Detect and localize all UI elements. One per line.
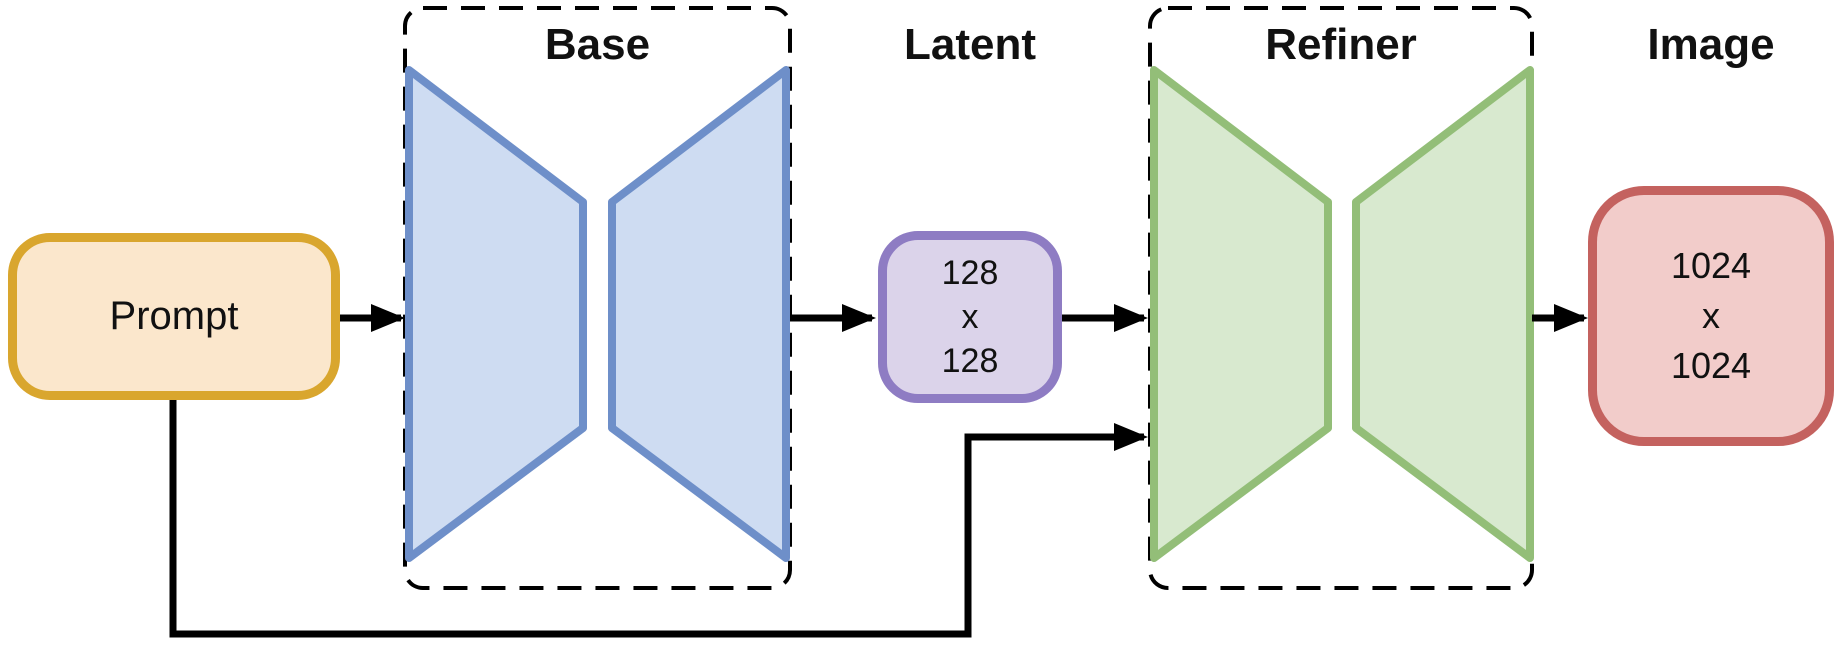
image-label: Image [1647, 20, 1775, 69]
refiner-decoder-trapezoid [1352, 66, 1534, 562]
latent-node: 128 x 128 [878, 231, 1062, 403]
prompt-node-label: Prompt [109, 294, 239, 338]
image-node: 1024 x 1024 [1588, 186, 1834, 446]
latent-label: Latent [904, 20, 1036, 69]
base-encoder-trapezoid [405, 66, 587, 562]
prompt-node: Prompt [8, 233, 340, 400]
base-label: Base [544, 20, 651, 69]
refiner-label: Refiner [1265, 20, 1417, 69]
latent-size-text: 128 x 128 [941, 253, 999, 381]
image-size-text: 1024 x 1024 [1670, 245, 1752, 386]
arrow-prompt-to-refiner [169, 398, 1148, 638]
base-decoder-trapezoid [608, 66, 790, 562]
refiner-encoder-trapezoid [1150, 66, 1332, 562]
